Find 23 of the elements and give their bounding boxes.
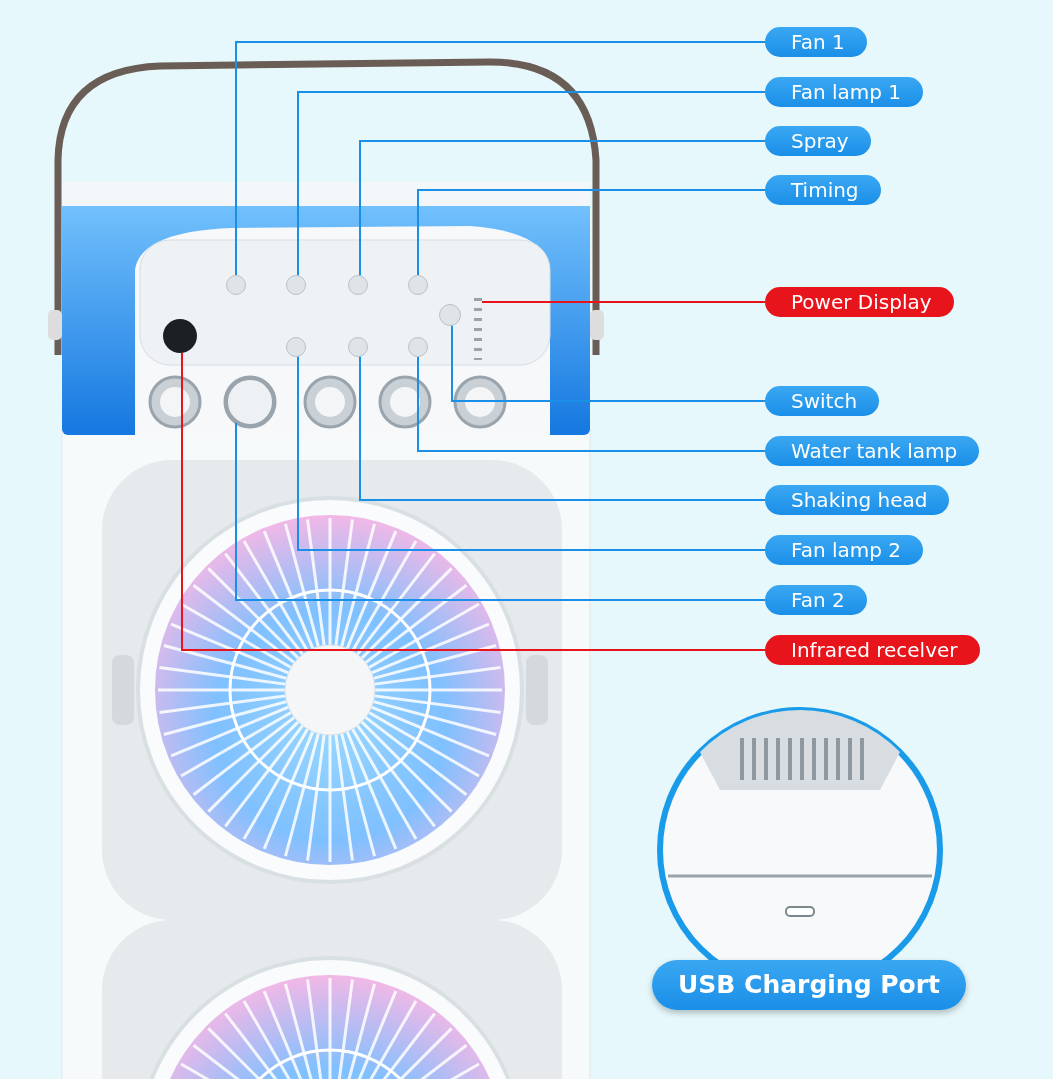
- leader-line: [417, 189, 766, 276]
- leader-line: [359, 140, 766, 277]
- leader-line: [297, 355, 766, 551]
- callout-label: Fan lamp 2: [765, 535, 924, 565]
- callout-label: Infrared recelver: [765, 635, 980, 665]
- callout-label: Shaking head: [765, 485, 950, 515]
- callout-label: Spray: [765, 126, 871, 156]
- callout-label: Fan 2: [765, 585, 867, 615]
- callout-label: Timing: [765, 175, 881, 205]
- leader-line: [417, 356, 766, 452]
- callout-label: Fan lamp 1: [765, 77, 924, 107]
- feature-label: USB Charging Port: [652, 960, 967, 1010]
- callout-label: Switch: [765, 386, 880, 416]
- leader-line: [235, 421, 766, 601]
- leader-line: [481, 301, 766, 303]
- leader-line: [359, 355, 766, 501]
- leader-line: [181, 351, 766, 651]
- callout-label: Fan 1: [765, 27, 867, 57]
- leader-line: [451, 324, 766, 402]
- callout-label: Power Display: [765, 287, 954, 317]
- callout-label: Water tank lamp: [765, 436, 980, 466]
- leader-line: [297, 91, 766, 277]
- leader-line: [235, 41, 766, 276]
